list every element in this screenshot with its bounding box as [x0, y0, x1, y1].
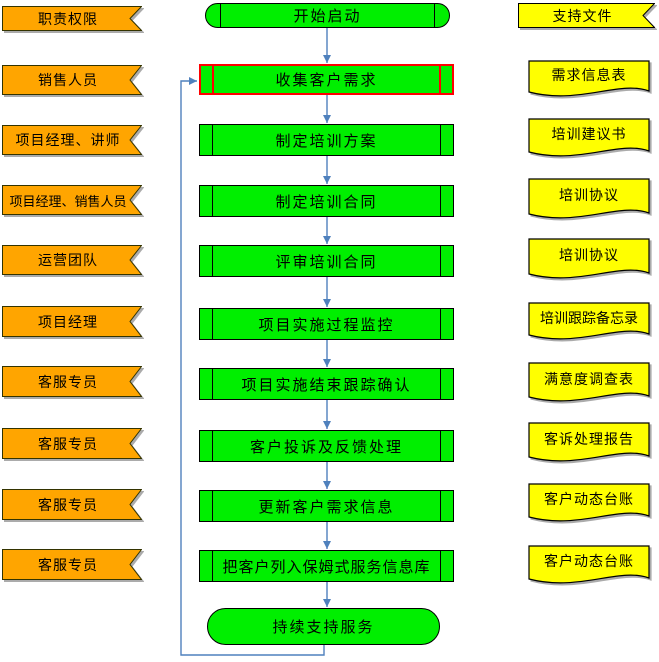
banner-shape: [2, 6, 142, 31]
document-shape: 满意度调查表: [528, 362, 650, 405]
flow-node: 评审培训合同: [199, 245, 454, 277]
document-label: 需求信息表: [551, 69, 627, 84]
flow-node-selected: 收集客户需求: [199, 64, 454, 95]
document-shape: 培训协议: [528, 178, 650, 222]
banner-shape: [2, 245, 142, 275]
document-shape: 客户动态台账: [528, 545, 650, 587]
role-banner: 项目经理、讲师: [2, 125, 142, 155]
role-banner: 运营团队: [2, 245, 142, 275]
document-outline: [528, 362, 650, 402]
flow-node: 把客户列入保姆式服务信息库: [199, 550, 454, 582]
role-label: 运营团队: [38, 254, 98, 269]
flow-node: 项目实施结束跟踪确认: [199, 368, 454, 400]
role-banner: 客服专员: [2, 549, 142, 580]
document-label: 培训建议书: [551, 128, 627, 143]
document-outline: [528, 60, 650, 97]
document-outline: [528, 422, 650, 462]
document-outline: [528, 118, 650, 157]
document-shape: 客户动态台账: [528, 483, 650, 525]
document-label: 培训协议: [559, 249, 619, 264]
role-label: 项目经理、讲师: [15, 134, 121, 149]
document-label: 满意度调查表: [544, 372, 634, 388]
document-outline: [528, 483, 650, 522]
banner-shape: [2, 489, 142, 520]
document-shape: 需求信息表: [528, 60, 650, 100]
documents-header-banner: 支持文件: [518, 3, 655, 28]
flow-node: 更新客户需求信息: [199, 490, 454, 522]
document-shape: 培训建议书: [528, 118, 650, 160]
role-banner: 项目经理: [2, 306, 142, 337]
role-label: 销售人员: [38, 74, 98, 89]
document-label: 客户动态台账: [544, 555, 634, 570]
banner-shape: [2, 306, 142, 337]
role-banner: 项目经理、销售人员: [2, 185, 142, 215]
document-outline: [528, 238, 650, 279]
document-shape: 客诉处理报告: [528, 422, 650, 465]
role-label: 项目经理、销售人员: [9, 193, 127, 209]
document-label: 客户动态台账: [544, 493, 634, 508]
flow-node: 项目实施过程监控: [199, 308, 454, 340]
document-outline: [528, 178, 650, 219]
flow-node-end: 持续支持服务: [207, 608, 440, 645]
document-label: 培训跟踪备忘录: [540, 311, 638, 327]
banner-shape: [2, 125, 142, 155]
flow-node: 客户投诉及反馈处理: [199, 430, 454, 462]
role-label: 客服专员: [38, 375, 98, 391]
flow-node-start: 开始启动: [205, 3, 450, 28]
role-label: 客服专员: [38, 558, 98, 574]
flow-node: 制定培训方案: [199, 124, 454, 156]
document-shape: 培训协议: [528, 238, 650, 282]
role-banner: 客服专员: [2, 489, 142, 520]
document-outline: [528, 545, 650, 584]
banner-shape: [2, 549, 142, 580]
document-shape: 培训跟踪备忘录: [528, 302, 650, 343]
role-label: 客服专员: [38, 437, 98, 453]
documents-header-label: 支持文件: [552, 9, 613, 25]
role-banner: 客服专员: [2, 366, 142, 397]
document-label: 培训协议: [559, 189, 619, 204]
roles-header-label: 职责权限: [38, 12, 98, 28]
role-label: 客服专员: [38, 498, 98, 514]
banner-shape: [518, 3, 655, 28]
role-label: 项目经理: [38, 315, 98, 331]
roles-header-banner: 职责权限: [2, 6, 142, 31]
banner-shape: [2, 65, 142, 95]
document-outline: [528, 302, 650, 340]
banner-shape: [2, 428, 142, 459]
banner-shape: [2, 366, 142, 397]
document-label: 客诉处理报告: [544, 432, 634, 448]
role-banner: 销售人员: [2, 65, 142, 95]
role-banner: 客服专员: [2, 428, 142, 459]
flow-node: 制定培训合同: [199, 185, 454, 217]
banner-shape: [2, 185, 142, 215]
